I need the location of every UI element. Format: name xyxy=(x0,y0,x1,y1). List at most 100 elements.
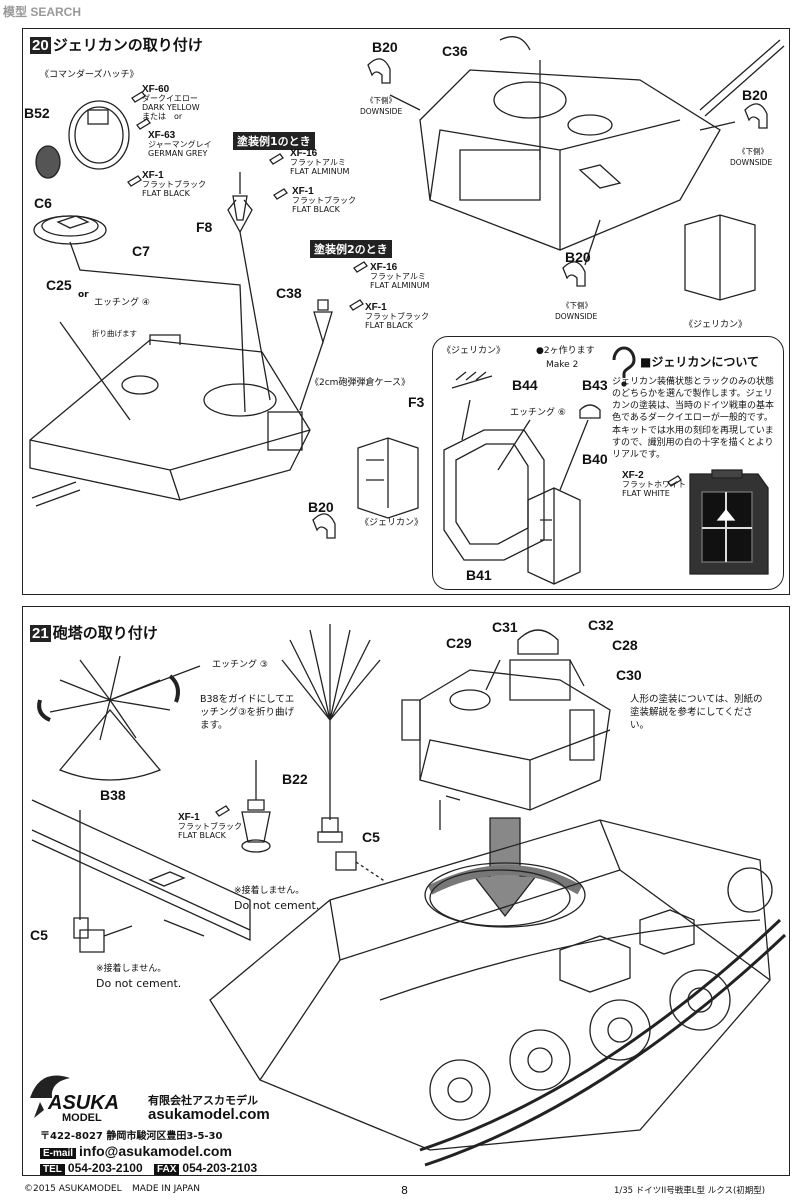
paint-jp: フラットブラック xyxy=(292,196,356,205)
paint-xf63: XF-63 ジャーマングレイ GERMAN GREY xyxy=(148,130,212,159)
about-jerrycan-text: ジェリカン装備状態とラックのみの状態のどちらかを選んで製作します。ジェリカンの塗… xyxy=(612,377,775,460)
downside-en-1: DOWNSIDE xyxy=(360,107,403,116)
paint-xf1-s1: XF-1 フラットブラック FLAT BLACK xyxy=(292,186,356,215)
downside-en-2: DOWNSIDE xyxy=(730,158,773,167)
footer-copyright: ©2015 ASUKAMODEL xyxy=(24,1184,122,1194)
paint-en: FLAT ALMINUM xyxy=(290,166,350,176)
part-b20-top: B20 xyxy=(372,39,398,55)
scheme1-label: 塗装例1のとき xyxy=(233,132,315,150)
part-f8: F8 xyxy=(196,219,213,235)
email-label: E-mail xyxy=(40,1148,77,1159)
step20-frame xyxy=(22,28,790,595)
part-b22: B22 xyxy=(282,771,308,787)
part-c30: C30 xyxy=(616,667,642,683)
paint-jp: フラットブラック xyxy=(178,822,242,831)
part-b52: B52 xyxy=(24,105,50,121)
company-address: 〒422-8027 静岡市駿河区豊田3-5-30 xyxy=(40,1131,223,1142)
part-c38: C38 xyxy=(276,285,302,301)
jerrycan-label-right: 《ジェリカン》 xyxy=(684,320,748,330)
part-c25: C25 xyxy=(46,277,72,293)
paint-xf1-s2: XF-1 フラットブラック FLAT BLACK xyxy=(365,302,429,331)
part-b43: B43 xyxy=(582,377,608,393)
no-cement-jp-1: ※接着しません。 xyxy=(234,886,305,896)
downside-jp-1: 《下側》 xyxy=(366,96,396,105)
part-c6: C6 xyxy=(34,195,52,211)
paint-or: または or xyxy=(142,111,183,121)
company-site: asukamodel.com xyxy=(148,1106,270,1123)
footer-made-in: MADE IN JAPAN xyxy=(132,1184,201,1194)
downside-jp-3: 《下側》 xyxy=(562,301,592,310)
part-c31: C31 xyxy=(492,619,518,635)
part-b40: B40 xyxy=(582,451,608,467)
part-c7: C7 xyxy=(132,243,150,259)
step20-number: 20 xyxy=(30,37,51,54)
paint-en: FLAT BLACK xyxy=(178,830,226,840)
downside-jp-2: 《下側》 xyxy=(738,147,768,156)
paint-code: XF-16 xyxy=(370,262,398,273)
figure-paint-note: 人形の塗装については、別紙の塗装解説を参考にしてください。 xyxy=(630,694,763,731)
fax-value: 054-203-2103 xyxy=(182,1161,258,1175)
step21-title-text: 砲塔の取り付け xyxy=(52,624,158,642)
part-f3: F3 xyxy=(408,394,425,410)
paint-code: XF-60 xyxy=(142,84,170,95)
company-name: 有限会社アスカモデル xyxy=(148,1094,258,1107)
paint-xf1-hatch: XF-1 フラットブラック FLAT BLACK xyxy=(142,170,206,199)
jerrycan-label-left: 《ジェリカン》 xyxy=(360,518,424,528)
part-c28: C28 xyxy=(612,637,638,653)
paint-en: FLAT ALMINUM xyxy=(370,280,430,290)
part-b41: B41 xyxy=(466,567,492,583)
tel-label: TEL xyxy=(40,1164,65,1175)
paint-en: FLAT BLACK xyxy=(142,188,190,198)
about-jerrycan-title: ■ジェリカンについて xyxy=(640,355,759,369)
no-cement-jp-2: ※接着しません。 xyxy=(96,964,167,974)
part-b20-bottom: B20 xyxy=(308,499,334,515)
paint-jp: フラットブラック xyxy=(142,180,206,189)
paint-xf16-s1: XF-16 フラットアルミ FLAT ALMINUM xyxy=(290,148,349,177)
paint-xf60: XF-60 ダークイエロー DARK YELLOW または or xyxy=(142,84,200,121)
paint-jp: ダークイエロー xyxy=(142,94,198,103)
footer-page-number: 8 xyxy=(401,1184,408,1197)
no-cement-en-2: Do not cement. xyxy=(96,977,182,990)
etching6-label: エッチング ⑥ xyxy=(510,408,566,418)
no-cement-en-1: Do not cement. xyxy=(234,899,320,912)
step20-title-text: ジェリカンの取り付け xyxy=(52,36,203,54)
guide-note: B38をガイドにしてエッチング③を折り曲げます。 xyxy=(200,694,295,731)
paint-code: XF-1 xyxy=(365,302,387,313)
email-link[interactable]: info@asukamodel.com xyxy=(79,1143,232,1159)
paint-en: GERMAN GREY xyxy=(148,148,208,158)
commander-hatch-label: 《コマンダーズハッチ》 xyxy=(40,70,139,80)
box-jerrycan-label: 《ジェリカン》 xyxy=(442,346,506,356)
paint-code: XF-1 xyxy=(142,170,164,181)
brand-name: ASUKA xyxy=(48,1092,120,1114)
paint-jp: ジャーマングレイ xyxy=(148,140,212,149)
part-c32: C32 xyxy=(588,617,614,633)
ammo-case-label: 《2cm砲弾弾倉ケース》 xyxy=(310,378,410,388)
make-en: Make 2 xyxy=(546,360,579,370)
etching4-label: エッチング ④ xyxy=(94,298,150,308)
paint-en: FLAT WHITE xyxy=(622,488,670,498)
etching3-label: エッチング ③ xyxy=(212,660,268,670)
footer-kit-name: 1/35 ドイツII号戦車L型 ルクス(初期型) xyxy=(614,1186,766,1196)
fold-label: 折り曲げます xyxy=(92,329,137,338)
or-mark: or xyxy=(78,290,89,300)
paint-jp: フラットアルミ xyxy=(370,272,426,281)
paint-jp: フラットホワイト xyxy=(622,480,686,489)
step21-number: 21 xyxy=(30,625,51,642)
paint-xf1-b22: XF-1 フラットブラック FLAT BLACK xyxy=(178,812,242,841)
paint-jp: フラットアルミ xyxy=(290,158,346,167)
watermark: 模型 SEARCH xyxy=(3,5,82,19)
paint-en: FLAT BLACK xyxy=(365,320,413,330)
part-b20-right: B20 xyxy=(742,87,768,103)
make-jp: ●2ヶ作ります xyxy=(536,346,595,356)
paint-code: XF-16 xyxy=(290,148,318,159)
tel-value: 054-203-2100 xyxy=(67,1161,143,1175)
paint-code: XF-2 xyxy=(622,470,644,481)
